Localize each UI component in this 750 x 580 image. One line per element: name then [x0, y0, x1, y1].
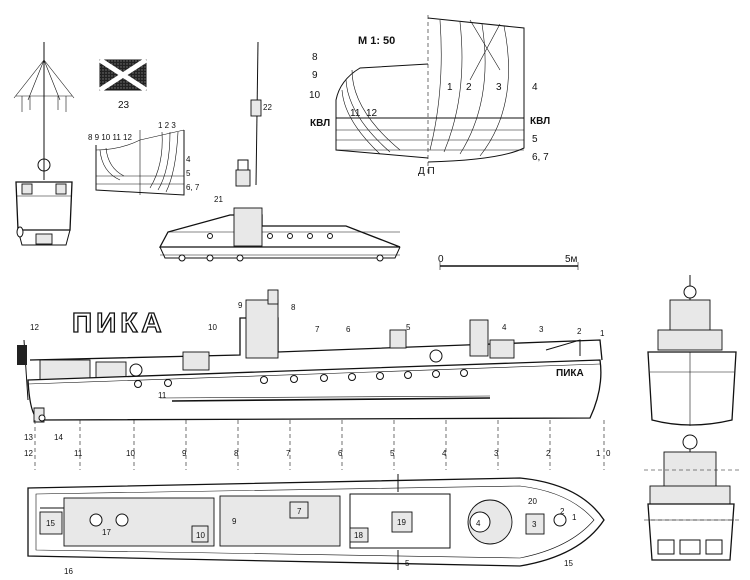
centerline-label: Д П [418, 166, 435, 177]
plan-callout-18: 18 [354, 531, 363, 540]
station-label-1: 1 [447, 82, 453, 93]
small-body-plan-label-6-7: 6, 7 [186, 183, 200, 192]
small-side-profile: 22 21 [158, 41, 401, 262]
callout-1: 1 [600, 329, 605, 338]
station-label-11: 11 [350, 108, 361, 119]
plan-callout-17: 17 [102, 528, 111, 537]
ship-name-bow: ПИКА [556, 368, 584, 379]
station-11: 11 [74, 449, 83, 458]
scale-bar-start: 0 [438, 254, 444, 265]
front-elevation [647, 275, 737, 426]
plan-callout-15-bow: 15 [564, 559, 573, 568]
small-body-plan-right-labels: 1 2 3 [158, 121, 176, 130]
body-plan: М 1: 50 Д П 8 9 10 11 12 КВЛ КВЛ 1 2 3 4… [309, 15, 550, 177]
plan-callout-4: 4 [476, 519, 481, 528]
plan-callout-7: 7 [297, 507, 302, 516]
plan-callout-10: 10 [196, 531, 205, 540]
main-side-view: ПИКА [17, 289, 603, 423]
small-body-plan-label-4: 4 [186, 155, 191, 164]
callout-12: 12 [30, 323, 39, 332]
waterline-label-left: КВЛ [310, 118, 330, 129]
callout-7: 7 [315, 325, 320, 334]
callout-9: 9 [238, 301, 243, 310]
station-scale: 12 11 10 9 8 7 6 5 4 3 2 1 0 [24, 420, 611, 470]
scale-bar-end: 5м [565, 254, 578, 265]
callout-14: 14 [54, 433, 63, 442]
small-body-plan: 8 9 10 11 12 1 2 3 4 5 6, 7 [88, 121, 200, 196]
station-label-4: 4 [532, 82, 538, 93]
station-8: 8 [234, 449, 239, 458]
station-label-3: 3 [496, 82, 502, 93]
callout-13: 13 [24, 433, 33, 442]
plan-view-callouts: 1 2 3 4 5 7 9 10 15 16 17 18 19 20 15 [46, 497, 577, 576]
callout-10: 10 [208, 323, 217, 332]
plan-view [27, 474, 605, 570]
station-label-12: 12 [366, 108, 378, 119]
small-front-view [13, 42, 75, 246]
plan-callout-5: 5 [405, 559, 410, 568]
plan-callout-2: 2 [560, 507, 565, 516]
station-2: 2 [546, 449, 551, 458]
plan-callout-3: 3 [532, 520, 537, 529]
plan-callout-20: 20 [528, 497, 537, 506]
mast-label-22: 22 [263, 103, 272, 112]
callout-6: 6 [346, 325, 351, 334]
station-0: 0 [606, 449, 611, 458]
station-label-5: 5 [532, 134, 538, 145]
callout-8: 8 [291, 303, 296, 312]
callout-3: 3 [539, 325, 544, 334]
station-label-9: 9 [312, 70, 318, 81]
station-3: 3 [494, 449, 499, 458]
callout-5: 5 [406, 323, 411, 332]
station-label-8: 8 [312, 52, 318, 63]
side-view-callouts: 1 2 3 4 5 6 7 8 9 10 11 12 13 14 [24, 301, 605, 442]
station-10: 10 [126, 449, 135, 458]
station-9: 9 [182, 449, 187, 458]
station-label-10: 10 [309, 90, 321, 101]
small-body-plan-label-5: 5 [186, 169, 191, 178]
plan-callout-9: 9 [232, 517, 237, 526]
station-7: 7 [286, 449, 291, 458]
ship-name-large: ПИКА [72, 307, 166, 338]
callout-2: 2 [577, 327, 582, 336]
scale-label: М 1: 50 [358, 35, 395, 47]
plan-callout-1: 1 [572, 513, 577, 522]
station-6: 6 [338, 449, 343, 458]
station-label-6-7: 6, 7 [532, 152, 549, 163]
waterline-label-right: КВЛ [530, 116, 550, 127]
station-1: 1 [596, 449, 601, 458]
naval-flag: 23 [98, 57, 148, 111]
plan-callout-19: 19 [397, 518, 406, 527]
station-label-2: 2 [466, 82, 472, 93]
plan-callout-16: 16 [64, 567, 73, 576]
hatch-label-21: 21 [214, 195, 223, 204]
station-12: 12 [24, 449, 33, 458]
callout-11: 11 [158, 391, 167, 400]
callout-4: 4 [502, 323, 507, 332]
scale-bar: 0 5м [438, 254, 579, 270]
station-5: 5 [390, 449, 395, 458]
plan-callout-15-stern: 15 [46, 519, 55, 528]
small-body-plan-left-labels: 8 9 10 11 12 [88, 133, 132, 142]
flag-label: 23 [118, 100, 130, 111]
station-4: 4 [442, 449, 447, 458]
rear-elevation [644, 434, 740, 561]
